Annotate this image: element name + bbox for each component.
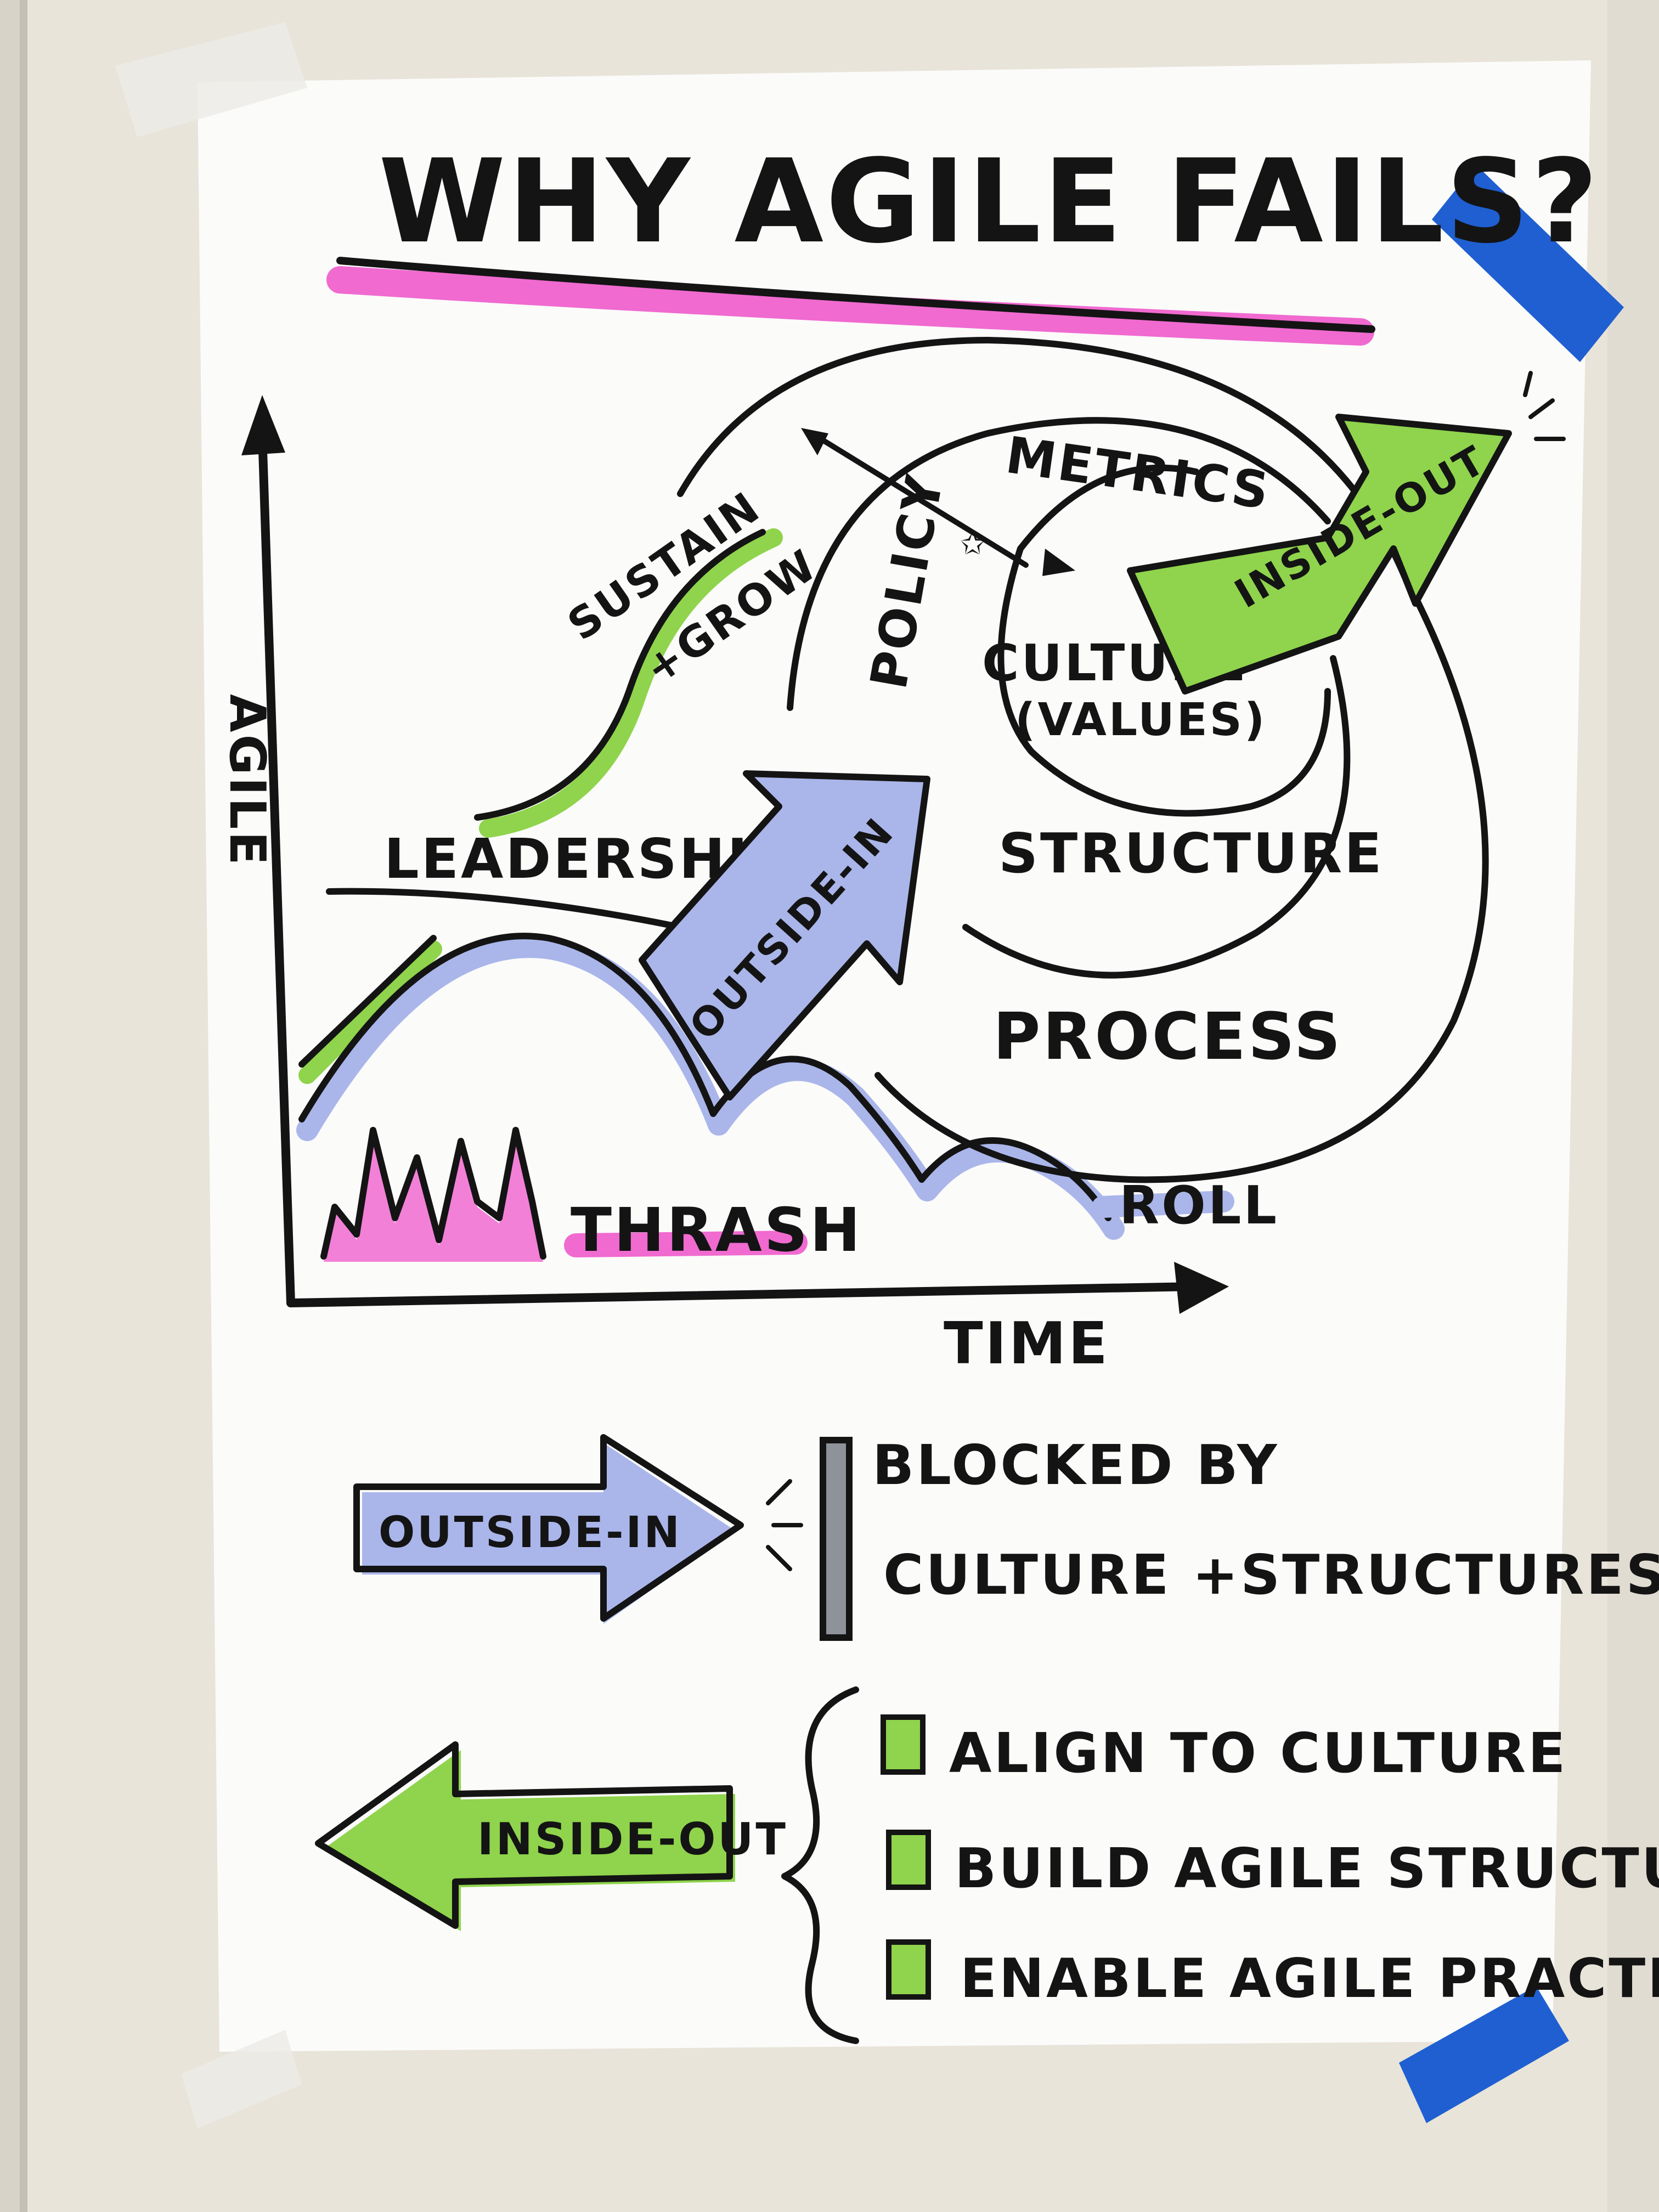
- link-arrowhead-top: [801, 428, 828, 455]
- checklist-item: BUILD AGILE STRUCTURES: [886, 1830, 1659, 1900]
- checklist-item-label: ENABLE AGILE PRACTICE: [960, 1948, 1659, 2010]
- clear-tape-bottom-left: [181, 2030, 302, 2129]
- hump-curve: [298, 933, 1111, 1221]
- legend-inside-out-arrow-outline: [315, 1741, 733, 1929]
- blue-tape-top-right: [1432, 165, 1624, 362]
- clear-tape-top-left: [115, 22, 307, 137]
- x-axis-arrowhead: [1174, 1262, 1229, 1314]
- blue-tape-bottom-right: [1399, 1986, 1569, 2123]
- y-axis-line: [258, 429, 295, 1307]
- checklist: ALIGN TO CULTURE BUILD AGILE STRUCTURES …: [881, 1714, 1659, 2010]
- leadership-underline: [326, 888, 684, 930]
- checklist-item-label: BUILD AGILE STRUCTURES: [955, 1836, 1659, 1900]
- checklist-item-label: ALIGN TO CULTURE: [949, 1721, 1567, 1785]
- values-label: (VALUES): [1015, 694, 1267, 746]
- star-icon: ✩: [960, 527, 987, 561]
- hump-highlight: [296, 936, 1125, 1240]
- thrash-scribble: [320, 1127, 546, 1260]
- checklist-item: ALIGN TO CULTURE: [881, 1714, 1567, 1785]
- growth-highlight-low: [298, 940, 442, 1084]
- blocked-bar: [820, 1437, 853, 1641]
- checklist-brace: [781, 1686, 859, 2044]
- spiral-arc-outer-top: [677, 337, 1408, 579]
- spiral-arc-mid-bottom: [962, 655, 1351, 979]
- process-label: PROCESS: [993, 998, 1343, 1074]
- growth-highlight-high: [479, 528, 783, 838]
- inside-out-burst: [1523, 371, 1566, 441]
- spiral-arc-inner-bottom: [997, 545, 1331, 817]
- inside-out-arrow-fill: [1130, 417, 1509, 691]
- thrash-label-highlight: [564, 1231, 808, 1257]
- roll-highlight: [1092, 1190, 1234, 1218]
- y-axis-label: AGILE: [218, 694, 276, 867]
- roll-label: ROLL: [1119, 1176, 1279, 1236]
- checkbox: [881, 1714, 926, 1775]
- inside-out-arrow-outline: [1127, 414, 1512, 695]
- checklist-item: ENABLE AGILE PRACTICE: [886, 1939, 1659, 2010]
- x-axis-label: TIME: [944, 1310, 1110, 1377]
- legend-outside-in-label: OUTSIDE-IN: [379, 1508, 682, 1558]
- x-axis-line: [286, 1282, 1200, 1307]
- diagram-title: WHY AGILE FAILS?: [379, 134, 1600, 269]
- growth-curve-high: [474, 529, 766, 821]
- thrash-label: THRASH: [571, 1195, 862, 1265]
- legend-inside-out-arrow-fill: [324, 1750, 735, 1931]
- checkbox: [886, 1830, 931, 1890]
- outside-in-arrow-outline: [639, 770, 930, 1101]
- blocked-line2: CULTURE +STRUCTURES: [883, 1543, 1659, 1607]
- y-axis-arrowhead: [241, 395, 285, 455]
- checkbox: [886, 1939, 931, 2000]
- wall-frame-edge: [20, 0, 27, 2212]
- blocked-burst: [766, 1479, 803, 1571]
- spiral-arc-outer-bottom: [874, 573, 1489, 1183]
- outside-in-arrow-fill: [642, 774, 927, 1097]
- structure-label: STRUCTURE: [998, 821, 1384, 885]
- blocked-line1: BLOCKED BY: [872, 1433, 1279, 1497]
- wall-frame-right: [1607, 0, 1659, 2212]
- spiral-arc-inner-top: [1017, 464, 1199, 552]
- legend-outside-in-arrow-fill: [362, 1443, 735, 1624]
- policy-metrics-link: [809, 431, 1029, 568]
- growth-curve-low: [298, 935, 437, 1068]
- link-arrowhead-culture: [1042, 549, 1075, 576]
- title-underline: [336, 257, 1375, 333]
- legend-outside-in-arrow-outline: [353, 1434, 744, 1622]
- spiral-arc-mid-top: [787, 417, 1331, 711]
- title-highlight: [326, 266, 1374, 346]
- legend-inside-out-label: INSIDE-OUT: [477, 1814, 788, 1865]
